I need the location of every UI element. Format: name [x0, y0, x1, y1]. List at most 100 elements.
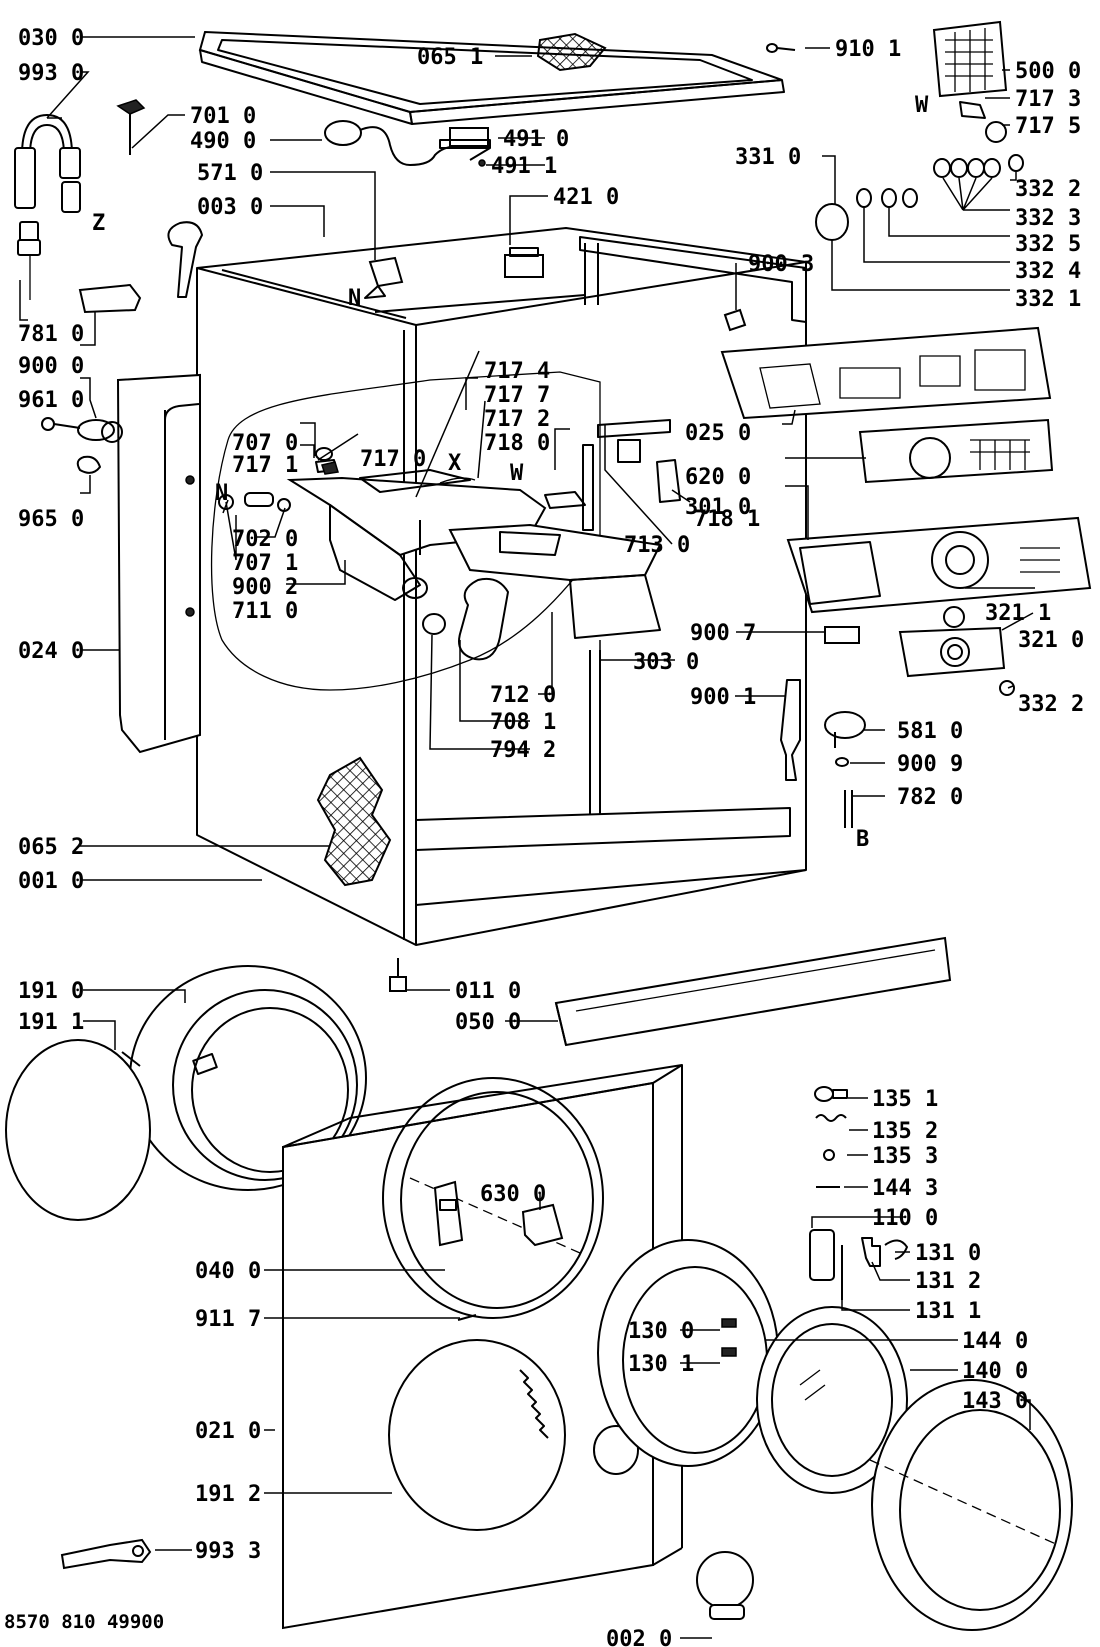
- seal-ring: [76, 455, 101, 474]
- label-332-2b: 332 2: [1018, 692, 1084, 717]
- label-143-0: 143 0: [962, 1389, 1028, 1414]
- marker-z: Z: [92, 211, 105, 236]
- plinth-screw: [389, 958, 407, 992]
- label-717-3: 717 3: [1015, 87, 1081, 112]
- label-191-1: 191 1: [18, 1010, 84, 1035]
- label-303-0: 303 0: [633, 650, 699, 675]
- marker-b: B: [856, 827, 869, 852]
- label-900-2: 900 2: [232, 575, 298, 600]
- label-717-1: 717 1: [232, 453, 298, 478]
- marker-w-dispenser: W: [510, 461, 524, 486]
- label-332-4: 332 4: [1015, 259, 1081, 284]
- label-707-0: 707 0: [232, 431, 298, 456]
- label-910-1: 910 1: [835, 37, 901, 62]
- label-131-0: 131 0: [915, 1241, 981, 1266]
- label-717-2: 717 2: [484, 407, 550, 432]
- label-131-2: 131 2: [915, 1269, 981, 1294]
- label-332-1: 332 1: [1015, 287, 1081, 312]
- water-inlet-elbow: [167, 221, 203, 298]
- door-handle-pin: [41, 417, 123, 443]
- insulation-pad-side: [316, 756, 392, 887]
- label-620-0: 620 0: [685, 465, 751, 490]
- label-900-9: 900 9: [897, 752, 963, 777]
- dispenser-gasket: [422, 613, 446, 635]
- label-024-0: 024 0: [18, 639, 84, 664]
- label-491-0: 491 0: [503, 127, 569, 152]
- top-cover: [198, 30, 785, 125]
- bellows-spring: [519, 1369, 549, 1439]
- inlet-valves: [218, 447, 476, 512]
- dispenser-hose: [458, 577, 509, 661]
- label-993-0: 993 0: [18, 61, 84, 86]
- hose-tap: [116, 99, 146, 155]
- label-490-0: 490 0: [190, 129, 256, 154]
- label-781-0: 781 0: [18, 322, 84, 347]
- knob-set: [815, 154, 1024, 241]
- label-500-0: 500 0: [1015, 59, 1081, 84]
- clip-9003: [723, 308, 747, 332]
- door-interlock: [521, 1203, 564, 1247]
- label-191-0: 191 0: [18, 979, 84, 1004]
- cabinet: [196, 227, 807, 946]
- dispenser-small-parts: [544, 419, 681, 531]
- rear-panel: [116, 373, 201, 754]
- label-003-0: 003 0: [197, 195, 263, 220]
- dispenser-detail-outline: [210, 371, 601, 691]
- label-702-0: 702 0: [232, 527, 298, 552]
- mains-filter: [439, 127, 491, 167]
- label-717-4: 717 4: [484, 359, 550, 384]
- label-965-0: 965 0: [18, 507, 84, 532]
- label-581-0: 581 0: [897, 719, 963, 744]
- label-065-2: 065 2: [18, 835, 84, 860]
- label-708-1: 708 1: [490, 710, 556, 735]
- control-panel-frame: [720, 326, 1052, 420]
- door-hinge: [433, 1180, 464, 1247]
- label-331-0: 331 0: [735, 145, 801, 170]
- pump-cover: [696, 1551, 754, 1620]
- selector-panel: [898, 606, 1015, 696]
- door-glass: [756, 1306, 908, 1494]
- label-321-1: 321 1: [985, 601, 1051, 626]
- wiring-harness: [780, 679, 801, 781]
- label-191-2: 191 2: [195, 1482, 261, 1507]
- label-993-3: 993 3: [195, 1539, 261, 1564]
- label-040-0: 040 0: [195, 1259, 261, 1284]
- callout-labels: 030 0 993 0 065 1 910 1 500 0 717 3 717 …: [18, 26, 1084, 1647]
- label-131-1: 131 1: [915, 1299, 981, 1324]
- front-panel: [282, 1064, 683, 1630]
- label-713-0: 713 0: [624, 533, 690, 558]
- inlet-hose: [14, 114, 81, 300]
- handle-parts: [809, 1086, 908, 1300]
- label-321-0: 321 0: [1018, 628, 1084, 653]
- label-782-0: 782 0: [897, 785, 963, 810]
- label-717-5: 717 5: [1015, 114, 1081, 139]
- label-717-0: 717 0: [360, 447, 426, 472]
- label-065-1: 065 1: [417, 45, 483, 70]
- detergent-drawer: [448, 523, 662, 639]
- suppressor: [504, 247, 544, 278]
- label-130-0: 130 0: [628, 1319, 694, 1344]
- label-001-0: 001 0: [18, 869, 84, 894]
- label-711-0: 711 0: [232, 599, 298, 624]
- door-lock-switch: [364, 256, 404, 299]
- label-900-3: 900 3: [748, 252, 814, 277]
- electronic-board: [858, 418, 1054, 484]
- label-002-0: 002 0: [606, 1627, 672, 1647]
- label-135-2: 135 2: [872, 1119, 938, 1144]
- label-021-0: 021 0: [195, 1419, 261, 1444]
- door-bellows: [5, 965, 367, 1221]
- label-135-3: 135 3: [872, 1144, 938, 1169]
- marker-x: X: [448, 451, 461, 476]
- door-outer-ring: [869, 1379, 1073, 1631]
- label-900-1: 900 1: [690, 685, 756, 710]
- label-900-7: 900 7: [690, 621, 756, 646]
- label-900-0: 900 0: [18, 354, 84, 379]
- label-332-5: 332 5: [1015, 232, 1081, 257]
- screw-9117: [457, 1314, 477, 1321]
- label-140-0: 140 0: [962, 1359, 1028, 1384]
- connector-9007: [824, 626, 860, 644]
- mains-cable: [324, 120, 461, 166]
- label-571-0: 571 0: [197, 161, 263, 186]
- label-110-0: 110 0: [872, 1206, 938, 1231]
- label-701-0: 701 0: [190, 104, 256, 129]
